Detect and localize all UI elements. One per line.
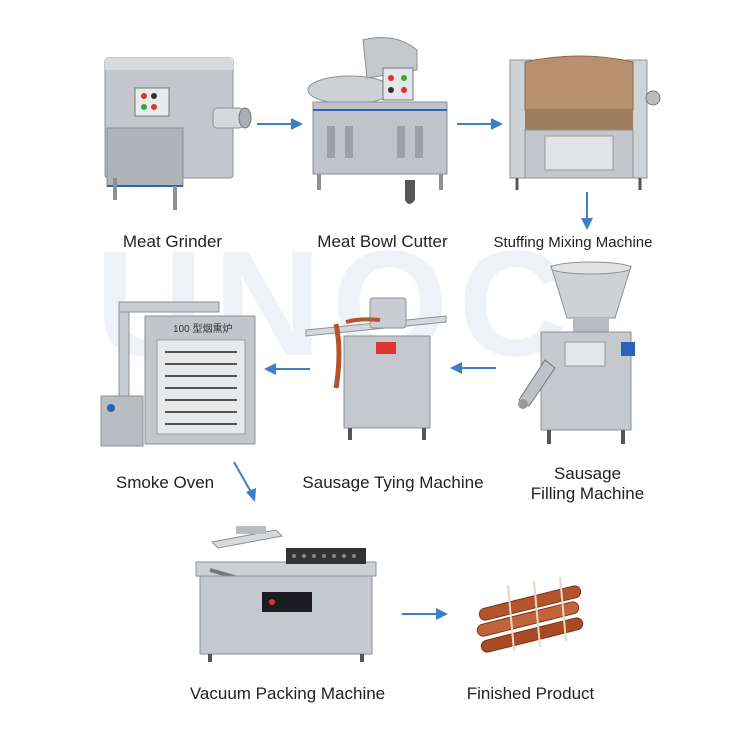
- meat-bowl-cutter-label: Meat Bowl Cutter: [317, 232, 448, 251]
- arrow-grinder-to-cutter: [257, 118, 303, 130]
- vacuum-packing-machine-image: [195, 526, 377, 662]
- stuffing-mixing-machine-label: Stuffing Mixing Machine: [493, 234, 653, 251]
- sausage-filling-machine-image: [518, 261, 635, 444]
- finished-product-image: [476, 576, 584, 653]
- sausage-filling-machine-label-line1: Sausage: [553, 464, 622, 483]
- smoke-oven-panel-text: 100 型烟熏炉: [173, 322, 232, 335]
- arrow-filler-to-tyer: [450, 362, 496, 374]
- finished-product-label: Finished Product: [466, 684, 595, 703]
- stuffing-mixing-machine-image: [509, 55, 661, 190]
- meat-bowl-cutter-image: [307, 37, 448, 204]
- sausage-tying-machine-image: [305, 297, 447, 440]
- arrow-tyer-to-oven: [264, 363, 310, 375]
- smoke-oven-image: 100 型烟熏炉: [100, 301, 256, 447]
- meat-grinder-label: Meat Grinder: [122, 232, 223, 251]
- arrow-cutter-to-mixer: [457, 118, 503, 130]
- arrow-packer-to-product: [402, 608, 448, 620]
- meat-grinder-image: [104, 57, 252, 210]
- smoke-oven-label: Smoke Oven: [115, 473, 215, 492]
- vacuum-packing-machine-label: Vacuum Packing Machine: [189, 684, 386, 703]
- arrow-oven-to-packer: [233, 461, 256, 502]
- sausage-tying-machine-label: Sausage Tying Machine: [302, 473, 484, 492]
- arrow-mixer-to-filler: [581, 192, 593, 230]
- sausage-filling-machine-label-line2: Filling Machine: [530, 484, 645, 503]
